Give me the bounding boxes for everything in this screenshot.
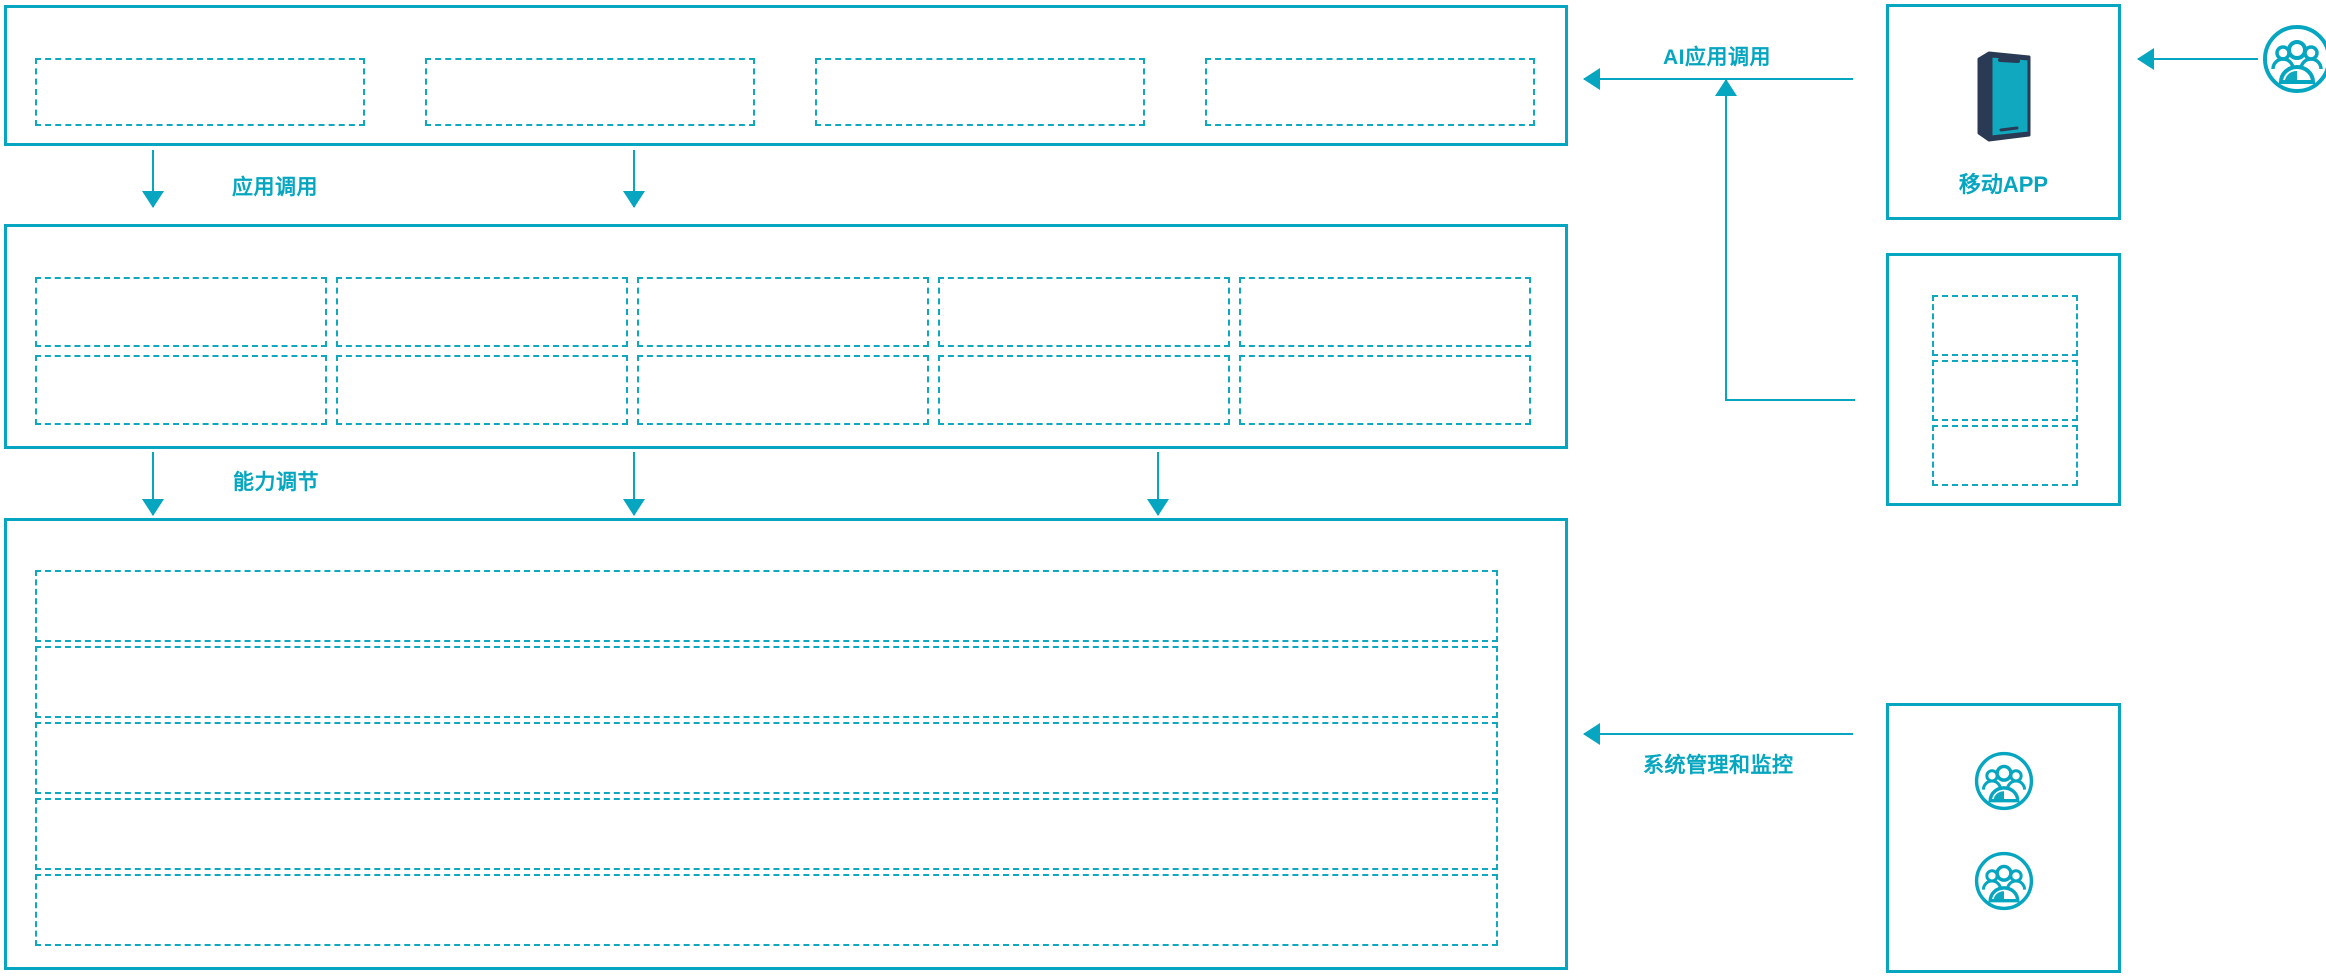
capability-adjust-arrow-2 bbox=[633, 452, 635, 515]
users-group-icon-admin-1 bbox=[1889, 746, 2118, 816]
mobile-app-card[interactable]: 移动APP bbox=[1886, 4, 2121, 220]
system-manage-monitor-label: 系统管理和监控 bbox=[1643, 754, 1794, 777]
system-manage-monitor-arrow bbox=[1584, 733, 1853, 735]
capability-box-r2c3[interactable] bbox=[637, 355, 929, 425]
mobile-app-caption: 移动APP bbox=[1958, 172, 2049, 197]
ai-app-call-riser-foot bbox=[1725, 399, 1855, 401]
users-group-icon-external bbox=[2258, 20, 2326, 98]
bottom-right-panel bbox=[1886, 703, 2121, 973]
capability-adjust-arrow-1 bbox=[152, 452, 154, 515]
capability-box-r2c4[interactable] bbox=[938, 355, 1230, 425]
middle-right-box-2[interactable] bbox=[1932, 360, 2078, 421]
application-box-2[interactable] bbox=[425, 58, 755, 126]
capability-layer-panel bbox=[4, 224, 1568, 449]
application-box-3[interactable] bbox=[815, 58, 1145, 126]
infrastructure-bar-2[interactable] bbox=[35, 646, 1498, 718]
capability-box-r2c2[interactable] bbox=[336, 355, 628, 425]
infrastructure-bar-4[interactable] bbox=[35, 798, 1498, 870]
infrastructure-bar-3[interactable] bbox=[35, 722, 1498, 794]
capability-box-r1c2[interactable] bbox=[336, 277, 628, 347]
capability-box-r1c3[interactable] bbox=[637, 277, 929, 347]
infrastructure-layer-panel bbox=[4, 518, 1568, 970]
external-user-arrow bbox=[2138, 58, 2258, 60]
middle-right-box-1[interactable] bbox=[1932, 295, 2078, 356]
capability-box-r1c1[interactable] bbox=[35, 277, 327, 347]
application-box-4[interactable] bbox=[1205, 58, 1535, 126]
capability-box-r1c5[interactable] bbox=[1239, 277, 1531, 347]
application-box-1[interactable] bbox=[35, 58, 365, 126]
app-call-arrow-right bbox=[633, 150, 635, 207]
app-call-label: 应用调用 bbox=[232, 176, 318, 199]
capability-box-r2c5[interactable] bbox=[1239, 355, 1531, 425]
users-group-icon-admin-2 bbox=[1889, 846, 2118, 916]
capability-box-r1c4[interactable] bbox=[938, 277, 1230, 347]
infrastructure-bar-5[interactable] bbox=[35, 874, 1498, 946]
capability-adjust-arrow-3 bbox=[1157, 452, 1159, 515]
infrastructure-bar-1[interactable] bbox=[35, 570, 1498, 642]
capability-box-r2c1[interactable] bbox=[35, 355, 327, 425]
ai-app-call-label: AI应用调用 bbox=[1663, 46, 1771, 69]
ai-app-call-riser bbox=[1725, 80, 1727, 400]
smartphone-icon bbox=[1889, 45, 2118, 145]
app-call-arrow-left bbox=[152, 150, 154, 207]
application-layer-panel bbox=[4, 5, 1568, 146]
capability-adjust-label: 能力调节 bbox=[233, 471, 319, 494]
middle-right-box-3[interactable] bbox=[1932, 425, 2078, 486]
